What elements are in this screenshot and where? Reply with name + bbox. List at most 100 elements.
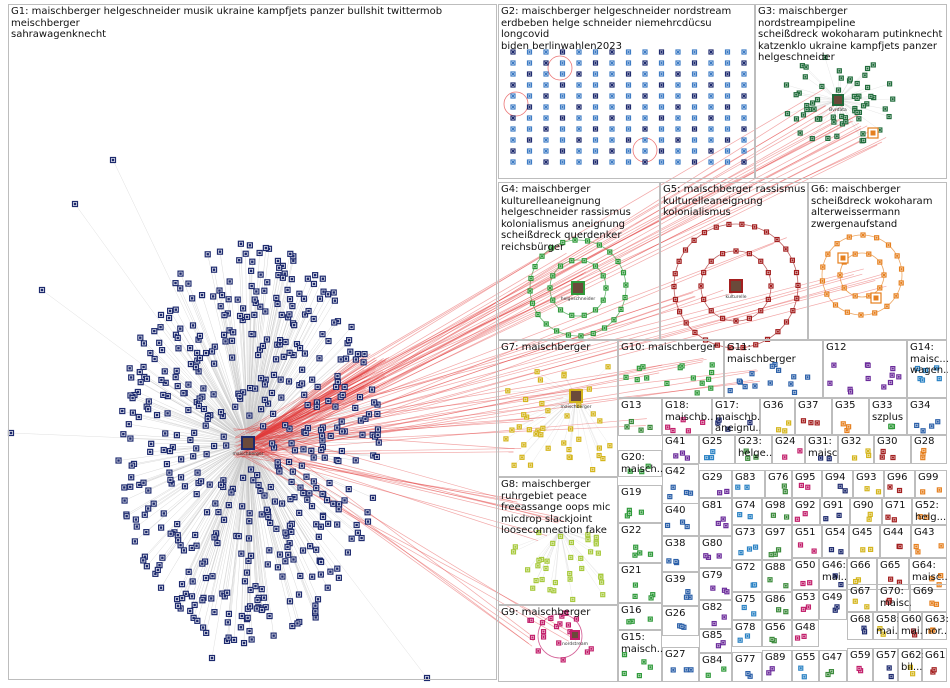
edge [247, 299, 255, 444]
edge [212, 442, 249, 577]
edge [836, 99, 839, 137]
group-box-g91: G91 [820, 498, 850, 525]
group-label: G41 [665, 436, 686, 447]
edge [247, 442, 319, 600]
group-box-g32: G32 [838, 434, 874, 464]
edge [575, 395, 611, 446]
edge [262, 114, 859, 433]
edge [249, 446, 565, 522]
edge [239, 315, 249, 444]
edge [195, 367, 249, 444]
group-label: G68 [850, 614, 871, 625]
edge [134, 442, 249, 542]
edge [837, 98, 893, 101]
edge [242, 308, 249, 444]
edge [247, 442, 290, 544]
group-label: G28 [914, 436, 935, 447]
group-box-g46: G46: mai... [819, 558, 848, 590]
group-label: G73 [735, 527, 756, 538]
edge [247, 442, 276, 502]
edge [140, 381, 249, 444]
edge [535, 529, 561, 581]
edge [247, 442, 302, 466]
group-box-g33: G33 szplus [869, 398, 907, 436]
group-box-g3: G3: maischberger nordstreampipeline sche… [755, 4, 947, 179]
edge [252, 428, 514, 502]
group-box-g72: G72 [732, 560, 762, 592]
edge [559, 529, 601, 578]
edge [247, 368, 376, 444]
group-box-g2: G2: maischberger helgeschneider nordstre… [498, 4, 755, 179]
group-label: G90 [853, 500, 874, 511]
group-label: G39 [665, 574, 686, 585]
edge [175, 309, 249, 444]
edge [197, 442, 249, 621]
group-label: G4: maischberger kulturelleaneignung hel… [501, 184, 631, 253]
group-label: G74 [735, 500, 756, 511]
edge [530, 395, 577, 466]
edge [247, 442, 338, 569]
group-label: G25 [702, 436, 723, 447]
edge [140, 337, 249, 444]
edge [559, 529, 582, 569]
edge [128, 423, 249, 444]
group-box-g84: G84 [699, 653, 732, 682]
group-label: G76 [768, 472, 789, 483]
edge [538, 529, 561, 561]
group-label: G13 [621, 400, 642, 411]
edge [799, 92, 839, 101]
edge [151, 442, 249, 445]
edge [247, 442, 289, 555]
ring-edge [529, 239, 627, 337]
group-label: G96 [887, 472, 908, 483]
group-box-g94: G94 [822, 470, 853, 498]
group-box-g36: G36 [760, 398, 795, 436]
edge [247, 371, 376, 444]
group-box-g74: G74 [732, 498, 762, 525]
edge [199, 357, 249, 444]
edge [202, 442, 249, 564]
edge [559, 529, 591, 552]
edge [188, 283, 249, 444]
group-label: G26 [665, 608, 686, 619]
edge [131, 442, 249, 478]
edge [143, 442, 249, 561]
group-box-g54: G54 [822, 525, 849, 558]
edge [160, 327, 249, 444]
group-box-g19: G19 [618, 485, 662, 523]
group-box-g35: G35 [832, 398, 869, 436]
group-box-g71: G71 [882, 498, 912, 525]
edge [247, 289, 585, 446]
group-box-g79: G79 [699, 568, 732, 600]
edge [247, 369, 303, 444]
edge [247, 442, 274, 636]
group-label: G15: maisch... [621, 632, 663, 655]
edge [169, 310, 249, 444]
edge [256, 125, 862, 457]
group-box-g34: G34 [907, 398, 947, 436]
group-label: G27 [665, 649, 686, 660]
edge [247, 353, 369, 444]
group-box-g53: G53 [792, 590, 819, 620]
edge [507, 390, 577, 397]
group-label: G31: maisc... [808, 436, 839, 459]
edge [247, 442, 374, 499]
group-box-g41: G41 [662, 434, 699, 464]
edge [247, 353, 306, 444]
edge [241, 135, 870, 458]
group-box-g44: G44 [880, 525, 911, 558]
edge [247, 354, 294, 444]
group-box-g89: G89 [762, 650, 792, 682]
group-label: G34 [910, 400, 931, 411]
group-label: G70: maisc... [880, 586, 911, 609]
group-label: G18: maischb... [665, 400, 713, 423]
edge [163, 442, 249, 451]
edge [247, 404, 378, 444]
group-box-g47: G47 [819, 650, 847, 682]
edge [241, 442, 249, 616]
group-label: G97 [765, 527, 786, 538]
group-label: G49 [822, 592, 843, 603]
edge [247, 442, 313, 577]
edge [254, 144, 878, 453]
edge [563, 395, 577, 444]
